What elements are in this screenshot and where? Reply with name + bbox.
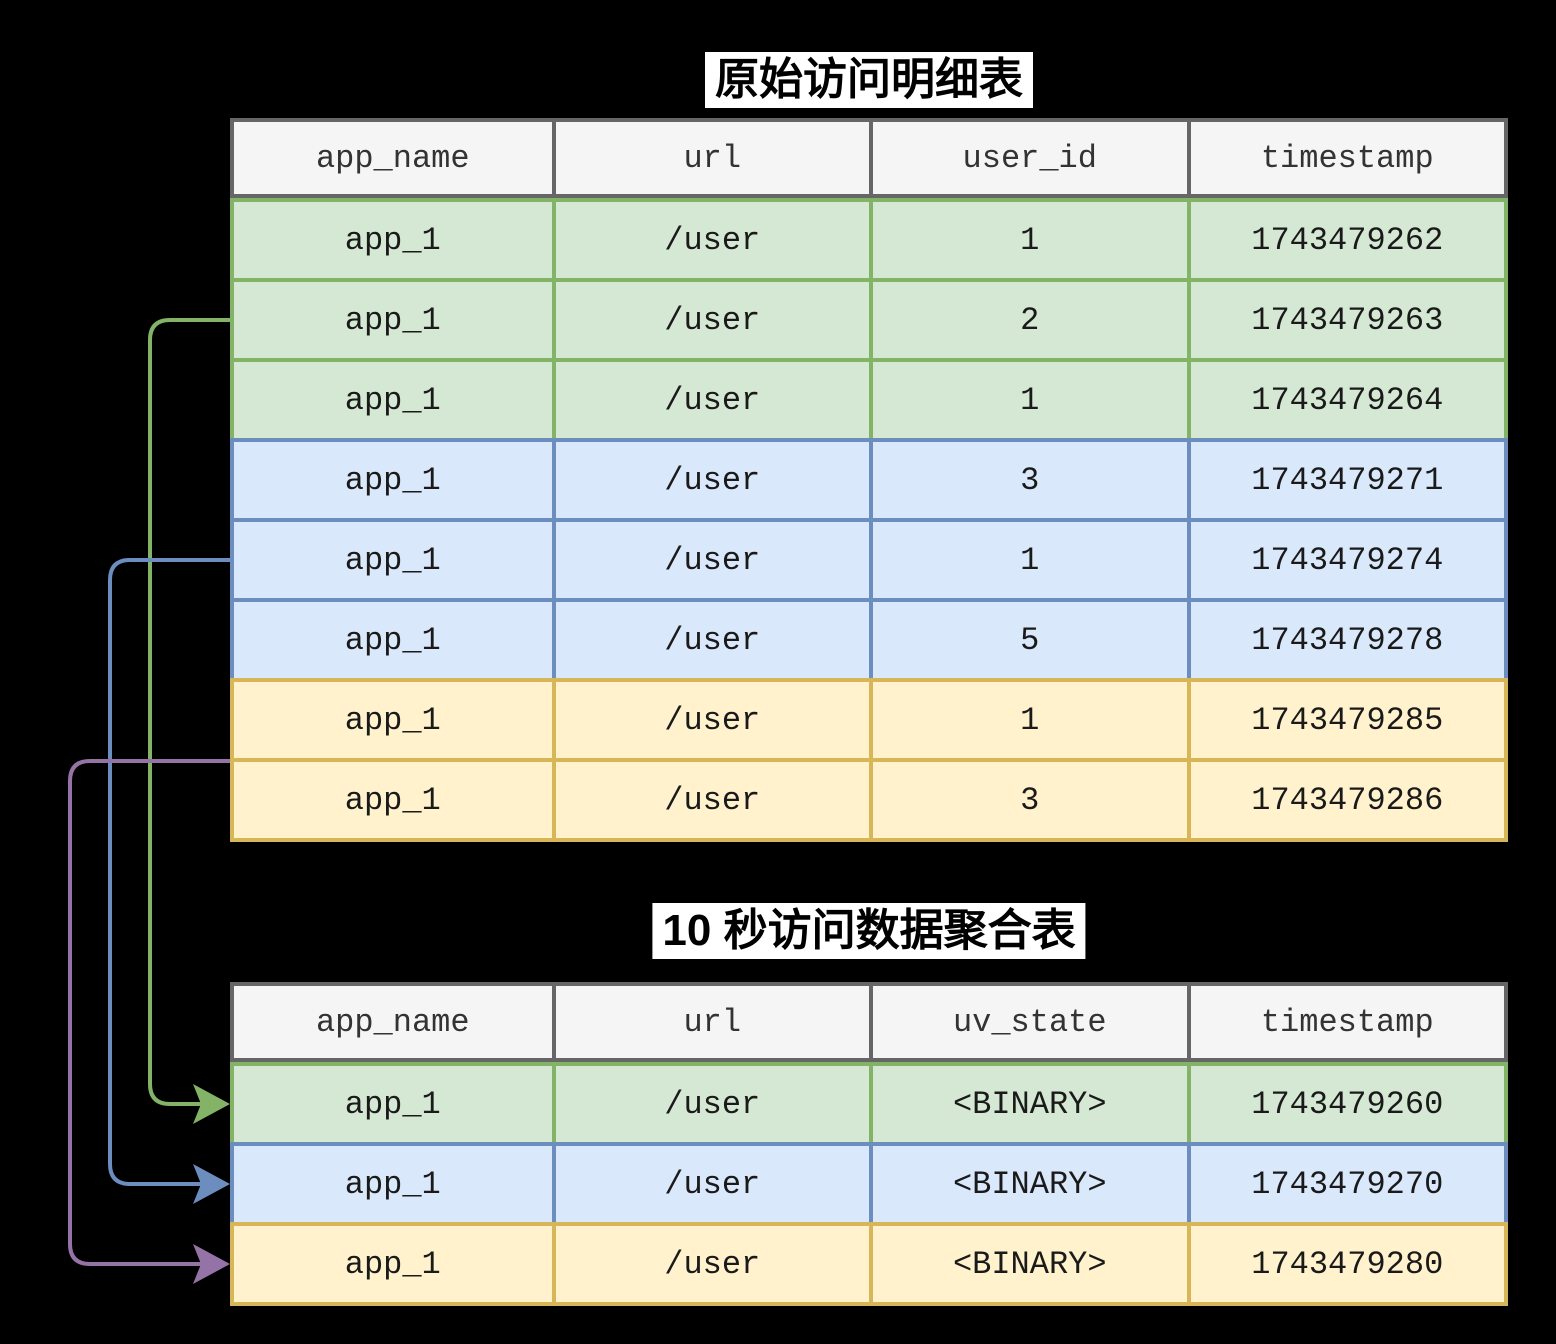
table-cell: 1743479264 [1186,362,1505,438]
table-cell: 1 [869,522,1187,598]
green-group-arrow [148,318,230,1106]
table-cell: /user [551,202,870,278]
table-cell: app_1 [344,1245,441,1283]
column-header: timestamp [1186,986,1505,1058]
table-cell: /user [551,282,870,358]
table-cell: <BINARY> [869,1146,1187,1222]
table-cell: <BINARY> [869,1066,1187,1142]
table-cell: 1743479263 [1186,282,1505,358]
table-cell: 1743479278 [1186,602,1505,678]
column-header: timestamp [1186,122,1505,194]
table-cell: /user [551,442,870,518]
table-cell: app_1 [344,1085,441,1123]
table-cell: 1743479271 [1186,442,1505,518]
raw-table-title: 原始访问明细表 [705,52,1033,109]
table-cell: 1743479260 [1186,1066,1505,1142]
column-header: uv_state [869,986,1187,1058]
table-cell: app_1 [344,701,441,739]
table-row-blue: app_1/user<BINARY>1743479270 [230,1142,1508,1226]
table-cell: app_1 [344,1165,441,1203]
purple-group-arrow [68,759,230,1266]
purple-group-arrow-head [193,1244,230,1284]
column-header: url [551,986,870,1058]
table-cell: app_1 [344,541,441,579]
table-cell: 1 [869,362,1187,438]
table-cell: 1743479262 [1186,202,1505,278]
column-header: url [551,122,870,194]
column-header: user_id [869,122,1187,194]
table-cell: app_1 [344,381,441,419]
table-row-green: app_1/user<BINARY>1743479260 [230,1062,1508,1146]
table-cell: 1743479280 [1186,1226,1505,1302]
table-cell: 1743479285 [1186,682,1505,758]
column-header: app_name [315,1003,470,1041]
table-cell: app_1 [344,461,441,499]
table-cell: /user [551,602,870,678]
table-cell: 5 [869,602,1187,678]
table-cell: 1743479286 [1186,762,1505,838]
table-row-yellow: app_1/user<BINARY>1743479280 [230,1222,1508,1306]
table-cell: /user [551,1146,870,1222]
table-cell: 1743479270 [1186,1146,1505,1222]
table-cell: 3 [869,762,1187,838]
agg-table-title: 10 秒访问数据聚合表 [652,903,1086,960]
table-cell: app_1 [344,621,441,659]
table-cell: <BINARY> [869,1226,1187,1302]
table-cell: 1 [869,682,1187,758]
table-cell: app_1 [344,221,441,259]
table-cell: app_1 [344,781,441,819]
table-cell: 2 [869,282,1187,358]
table-cell: /user [551,1066,870,1142]
table-cell: /user [551,1226,870,1302]
column-header: app_name [315,139,470,177]
blue-group-arrow [108,558,230,1186]
table-cell: /user [551,682,870,758]
table-cell: /user [551,522,870,598]
table-cell: 1 [869,202,1187,278]
table-cell: 3 [869,442,1187,518]
table-cell: 1743479274 [1186,522,1505,598]
table-cell: /user [551,362,870,438]
blue-group-arrow-head [193,1164,230,1204]
table-cell: app_1 [344,301,441,339]
table-cell: /user [551,762,870,838]
green-group-arrow-head [193,1084,230,1124]
